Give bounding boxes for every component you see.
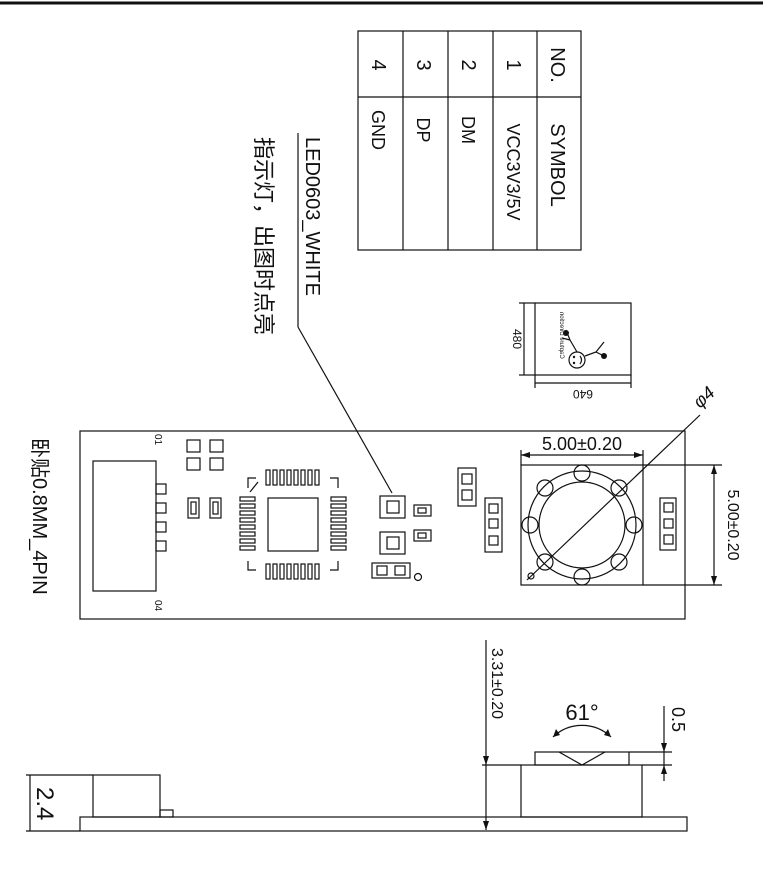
leader-line <box>297 326 393 494</box>
table-header-no: NO. <box>546 47 568 83</box>
connector-pad <box>155 483 167 495</box>
ic-pin <box>272 469 278 486</box>
lens-width-dim: 5.00±0.20 <box>542 434 622 454</box>
connector-pad <box>155 540 167 552</box>
side-view: 61° 3.31±0.20 0.5 2.4 <box>26 640 688 832</box>
led-annotation: LED0603_WHITE 指示灯，出图时点亮 <box>251 133 393 494</box>
connector-pad <box>155 502 167 514</box>
ic-pin <box>279 563 285 580</box>
pcb-outline <box>79 430 686 620</box>
lens-height-dim: 5.00±0.20 <box>724 489 741 560</box>
ic-pin <box>300 469 306 486</box>
lens-height-side-dim: 3.31±0.20 <box>488 648 505 719</box>
ic-pin <box>286 469 292 486</box>
ic-pin <box>330 531 347 537</box>
connector-label: 卧贴0.8MM_4PIN <box>28 438 51 595</box>
pcb-side <box>79 816 688 832</box>
connector-height-dim: 2.4 <box>31 787 58 820</box>
table-cell-symbol-2: DM <box>458 116 478 144</box>
table-cell-no-1: 1 <box>502 59 524 70</box>
ic-pin <box>279 469 285 486</box>
lens-side-cap <box>534 751 630 766</box>
ic-pin <box>330 510 347 516</box>
fov-angle: 61° <box>565 700 598 725</box>
face-icon <box>568 351 586 369</box>
ic-pin <box>314 563 320 580</box>
ic-pin <box>307 469 313 486</box>
sensor-inset: Capture Direction 480 640 <box>510 302 632 401</box>
table-cell-symbol-3: DP <box>413 117 433 142</box>
table-header-symbol: SYMBOL <box>546 123 568 206</box>
table-cell-symbol-4: GND <box>368 110 388 150</box>
diameter-label: φ4 <box>689 382 719 411</box>
table-frame <box>357 30 582 251</box>
ic-pin <box>314 469 320 486</box>
ic-pin <box>330 496 347 502</box>
ic-pin <box>330 538 347 544</box>
led-description: 指示灯，出图时点亮 <box>251 137 276 335</box>
ic-pin <box>239 531 256 537</box>
diameter-leader <box>526 414 701 581</box>
ic-pin <box>239 538 256 544</box>
pcb-top-view: 01 04 卧贴0.8MM_4PIN <box>28 382 741 620</box>
main-ic <box>239 469 347 580</box>
ic-pin <box>307 563 313 580</box>
table-cell-no-3: 3 <box>412 59 434 70</box>
ic-pin <box>330 524 347 530</box>
ic-pin <box>239 503 256 509</box>
lens-side-body <box>520 764 643 818</box>
capture-direction-caption: Capture Direction <box>558 312 564 359</box>
lens-module: φ4 <box>520 382 719 586</box>
ic-pin <box>286 563 292 580</box>
connector-pin-first: 01 <box>152 434 163 446</box>
ic-pin <box>272 563 278 580</box>
ic-pin <box>239 545 256 551</box>
table-cell-symbol-1: VCC3V3/5V <box>503 123 523 220</box>
ic-pin <box>239 524 256 530</box>
pin-table: NO. SYMBOL 1 VCC3V3/5V 2 DM 3 DP 4 GND <box>357 30 582 251</box>
connector-side <box>92 774 161 818</box>
ic-pin <box>330 517 347 523</box>
ic-pin <box>239 517 256 523</box>
connector-pad <box>155 521 167 533</box>
connector-pin-last: 04 <box>152 600 163 612</box>
ic-pin <box>265 469 271 486</box>
table-cell-no-2: 2 <box>457 59 479 70</box>
cap-height-dim: 0.5 <box>668 707 688 732</box>
table-cell-no-4: 4 <box>367 59 389 70</box>
ic-pin <box>330 545 347 551</box>
connector-body <box>92 460 157 592</box>
ic-pin <box>300 563 306 580</box>
sensor-frame <box>534 302 632 376</box>
ic-pin <box>293 563 299 580</box>
ic-pin <box>239 510 256 516</box>
led-part-label: LED0603_WHITE <box>301 137 323 296</box>
ic-pin <box>239 496 256 502</box>
led-pad <box>379 495 406 519</box>
fov-arc <box>552 724 612 738</box>
ic-pin <box>293 469 299 486</box>
sensor-width-label: 640 <box>573 387 593 401</box>
sensor-height-label: 480 <box>510 329 524 349</box>
ic-pin <box>265 563 271 580</box>
ic-pin <box>330 503 347 509</box>
